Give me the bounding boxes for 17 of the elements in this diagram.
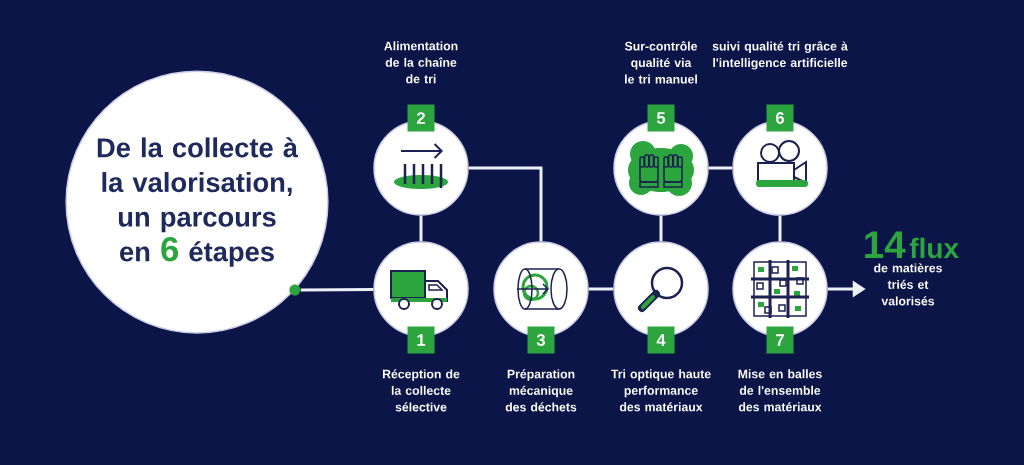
step-caption: suivi qualité tri grâce à l'intelligence artificielle	[712, 41, 848, 70]
connector-line	[588, 287, 614, 291]
step-caption: Réception de la collecte sélective	[382, 369, 460, 412]
connector-line	[708, 166, 733, 170]
step-caption: Tri optique haute performance des matériaux	[611, 369, 711, 412]
step-caption: Sur-contrôle qualité via le tri manuel	[624, 41, 698, 84]
unit-label: flux	[909, 237, 959, 259]
connector-line	[300, 287, 374, 292]
step-caption: Mise en balles de l'ensemble des matériaux	[738, 369, 822, 412]
connector-line	[468, 166, 543, 242]
big-number: 14	[865, 231, 906, 258]
step-caption: Préparation mécanique des déchets	[505, 369, 577, 412]
result-caption: de matières triés et valorisés	[874, 263, 942, 306]
connector-line	[659, 215, 663, 242]
connector-line	[778, 215, 782, 242]
step-caption: Alimentation de la chaîne de tri	[384, 41, 458, 84]
connector-line	[419, 215, 423, 242]
